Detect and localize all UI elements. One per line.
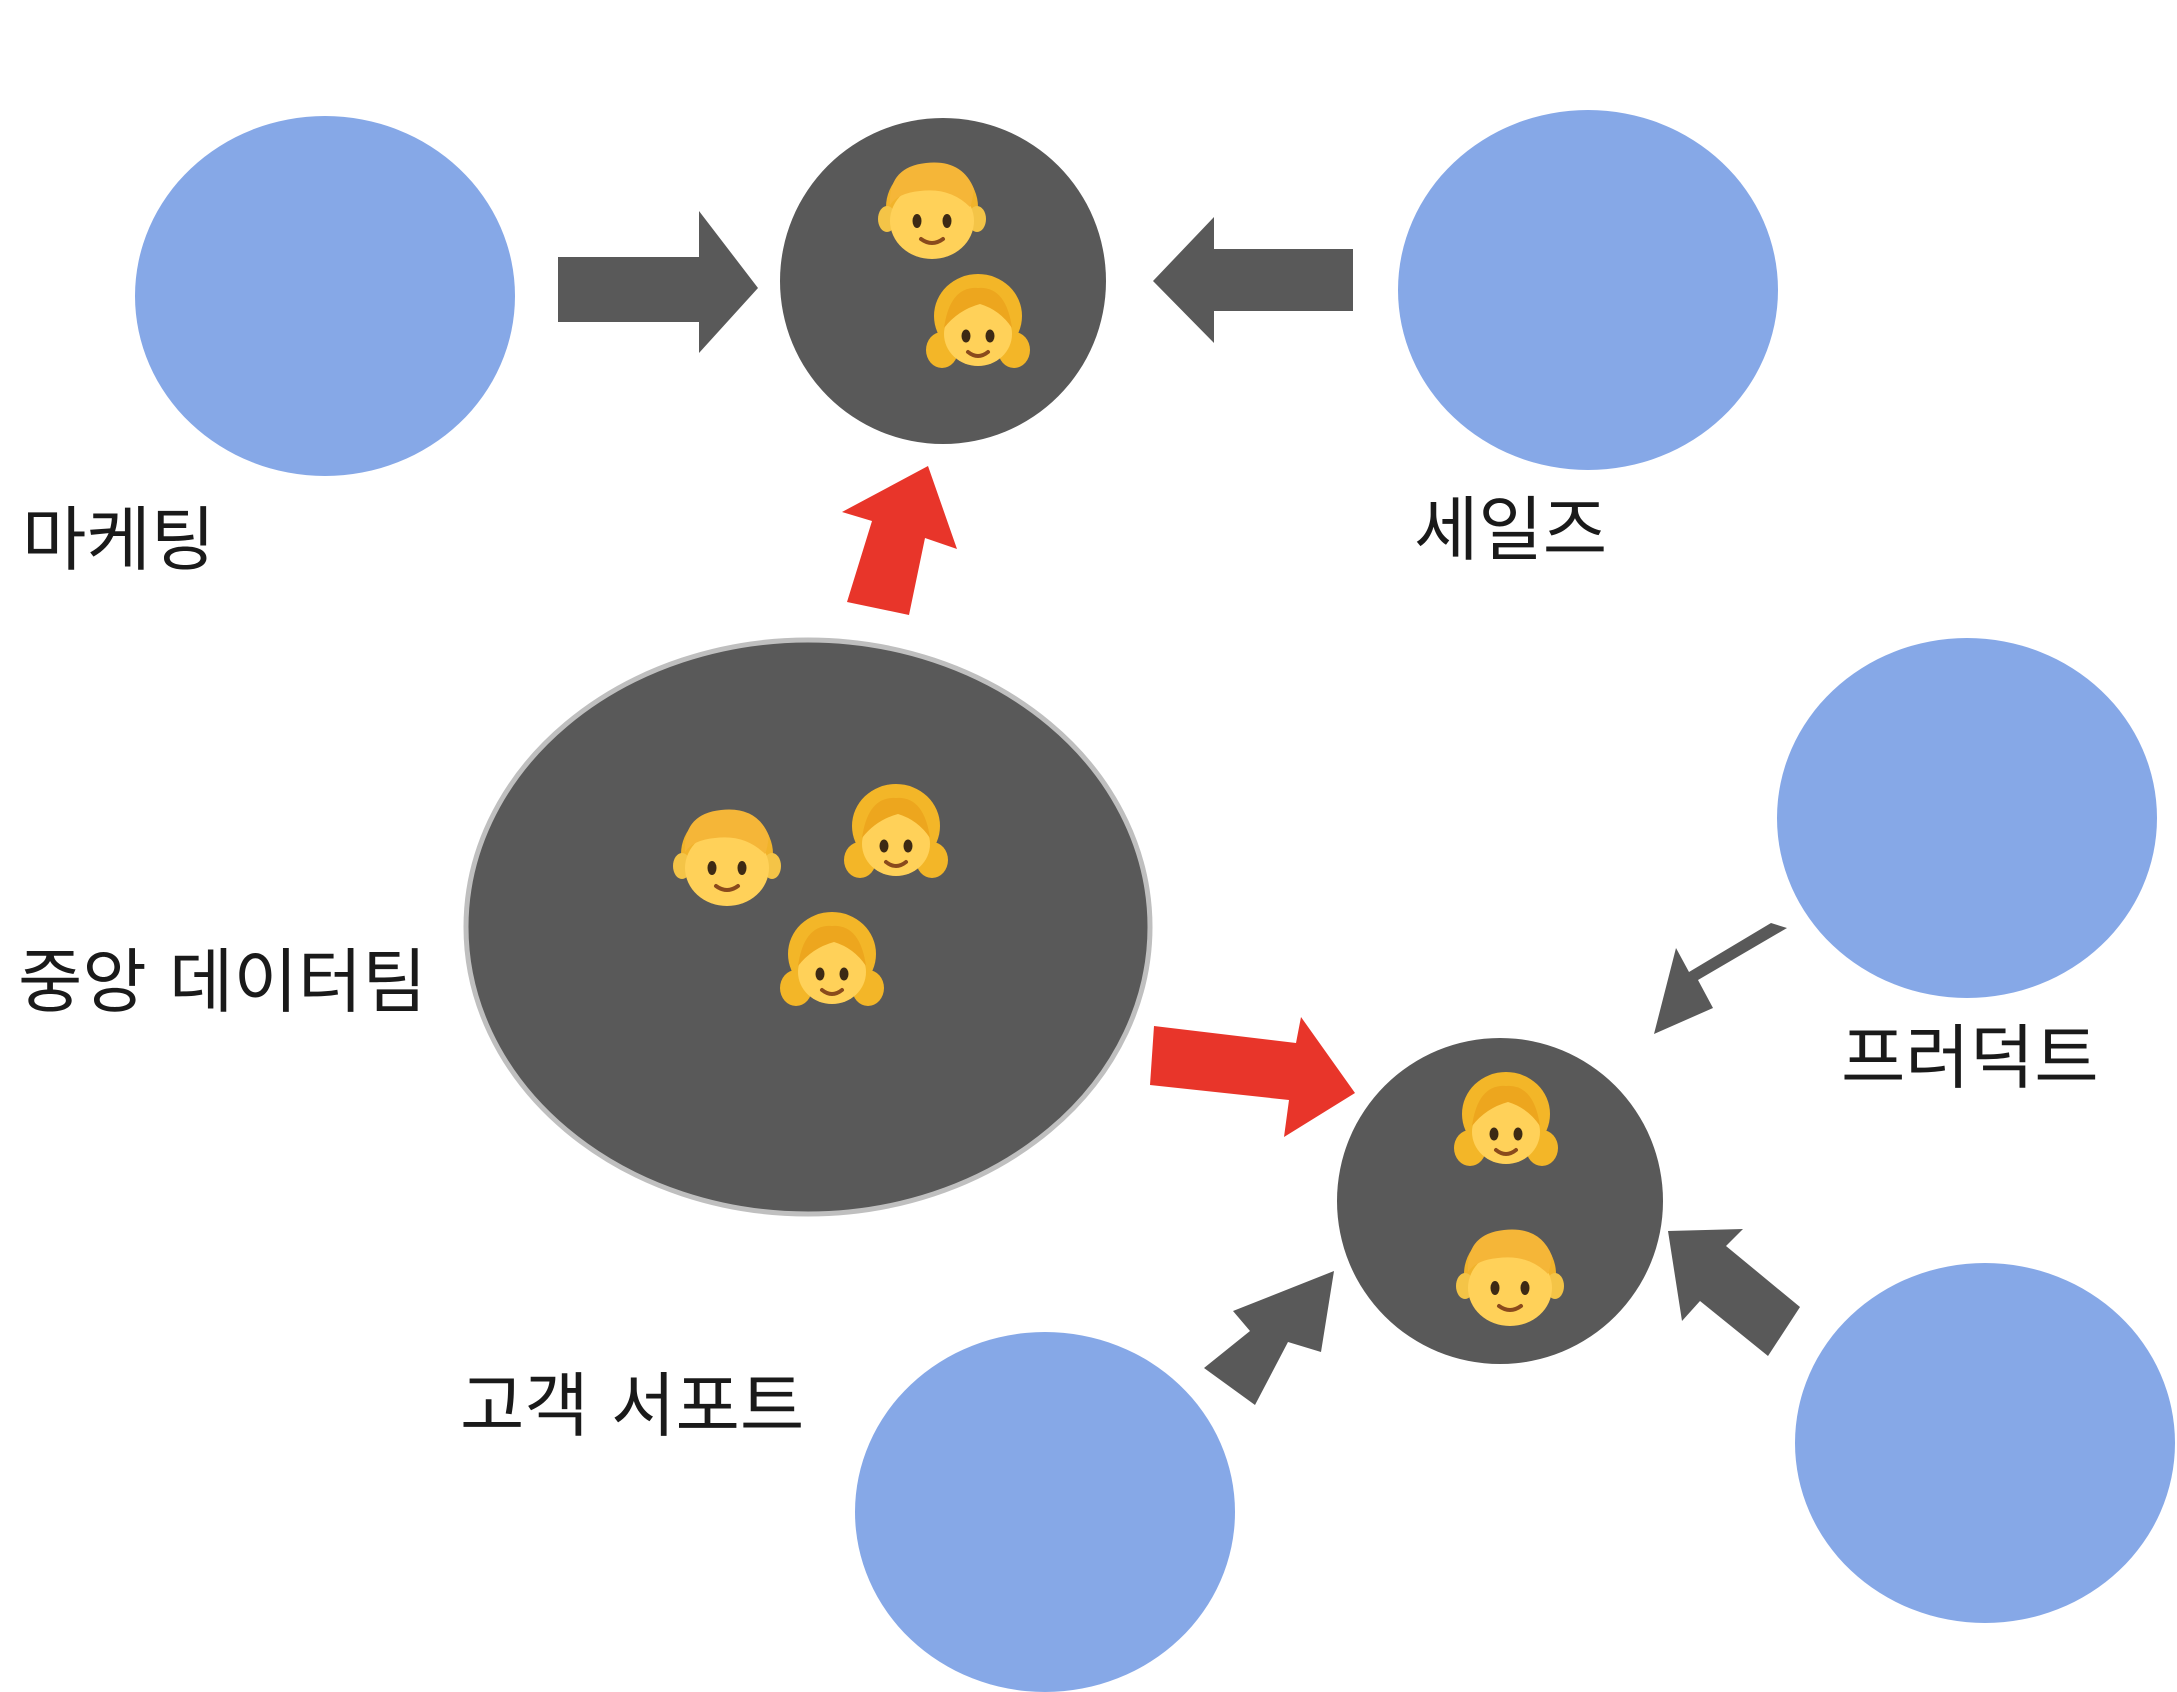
arrow-marketing-to-team <box>558 211 758 353</box>
arrow-product-secondary-to-team <box>1668 1229 1800 1356</box>
arrow-product-to-team <box>1654 923 1787 1034</box>
product-circle <box>1777 638 2157 998</box>
label-customer-support: 고객 서포트 <box>460 1365 804 1447</box>
label-marketing: 마케팅 <box>22 499 215 581</box>
arrow-central-to-bottom-team <box>1150 1017 1355 1137</box>
embedded-team-bottom-circle <box>1337 1038 1663 1364</box>
arrow-sales-to-team <box>1153 217 1353 343</box>
marketing-circle <box>135 116 515 476</box>
arrow-central-to-top-team <box>842 466 957 615</box>
sales-circle <box>1398 110 1778 470</box>
label-sales: 세일즈 <box>1414 489 1607 571</box>
label-product: 프러덕트 <box>1841 1017 2099 1099</box>
product-secondary-circle <box>1795 1263 2175 1623</box>
customer-support-circle <box>855 1332 1235 1692</box>
label-central-data-team: 중앙 데이터팀 <box>18 941 427 1023</box>
arrow-support-to-team <box>1204 1271 1334 1405</box>
